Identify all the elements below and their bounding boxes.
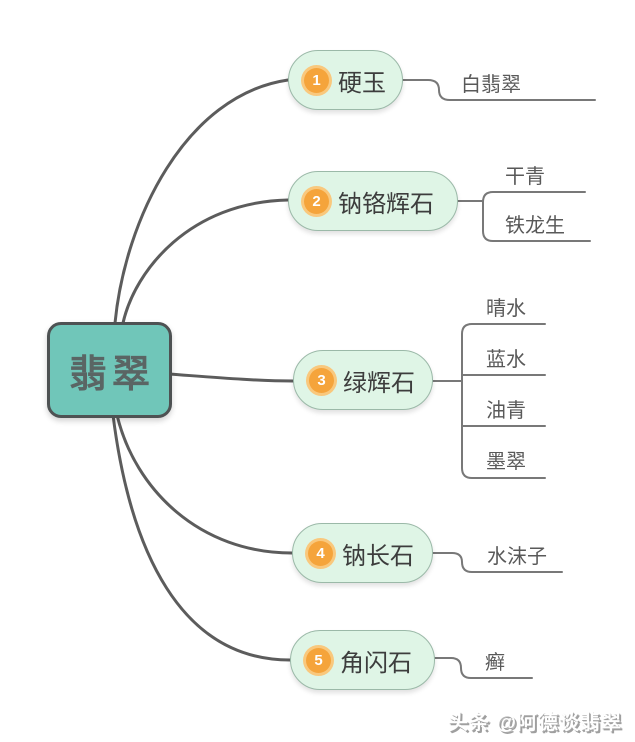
leaf-node-baifeicui[interactable]: 白翡翠 xyxy=(461,74,521,96)
curve-root-to-branch-2 xyxy=(121,198,290,325)
branch-1-label: 硬玉 xyxy=(338,69,386,97)
leaf-node-youqing[interactable]: 油青 xyxy=(486,400,526,422)
leaf-node-shuimozi[interactable]: 水沫子 xyxy=(487,546,547,568)
line-branch2-bracket xyxy=(482,191,591,242)
curve-root-to-branch-1 xyxy=(113,78,290,325)
line-branch3-bracket xyxy=(461,323,546,479)
leaf-node-lanshui[interactable]: 蓝水 xyxy=(486,349,526,371)
branch-1-number-badge: 1 xyxy=(304,67,329,93)
root-node-label: 翡翠 xyxy=(68,353,155,396)
leaf-node-tielongsheng[interactable]: 铁龙生 xyxy=(505,215,565,237)
branch-2-number-badge: 2 xyxy=(304,188,329,214)
curve-root-to-branch-5 xyxy=(111,413,292,662)
branch-node-2[interactable]: 2 钠铬辉石 xyxy=(288,171,458,231)
branch-2-label: 钠铬辉石 xyxy=(338,190,434,218)
root-node-jadeite[interactable]: 翡翠 xyxy=(47,322,172,418)
branch-3-number-badge: 3 xyxy=(309,367,334,393)
leaf-node-ganqing[interactable]: 干青 xyxy=(505,166,545,188)
branch-5-label: 角闪石 xyxy=(340,649,412,677)
leaf-node-qingshui[interactable]: 晴水 xyxy=(486,298,526,320)
branch-5-number-badge: 5 xyxy=(306,647,331,673)
branch-4-label: 钠长石 xyxy=(342,542,414,570)
branch-node-4[interactable]: 4 钠长石 xyxy=(292,523,433,583)
curve-root-to-branch-4 xyxy=(115,413,294,555)
branch-node-3[interactable]: 3 绿辉石 xyxy=(293,350,433,410)
leaf-node-mocui[interactable]: 墨翠 xyxy=(486,451,526,473)
leaf-node-xuan[interactable]: 癣 xyxy=(485,652,505,674)
line-branch5-child xyxy=(433,657,533,679)
branch-3-label: 绿辉石 xyxy=(343,369,415,397)
branch-node-5[interactable]: 5 角闪石 xyxy=(290,630,435,690)
watermark-text: 头条 @阿德谈翡翠 xyxy=(447,712,622,734)
branch-4-number-badge: 4 xyxy=(308,540,333,566)
line-branch1-child xyxy=(401,79,596,101)
line-branch4-child xyxy=(431,552,563,573)
curve-root-to-branch-3 xyxy=(167,372,295,383)
branch-node-1[interactable]: 1 硬玉 xyxy=(288,50,403,110)
